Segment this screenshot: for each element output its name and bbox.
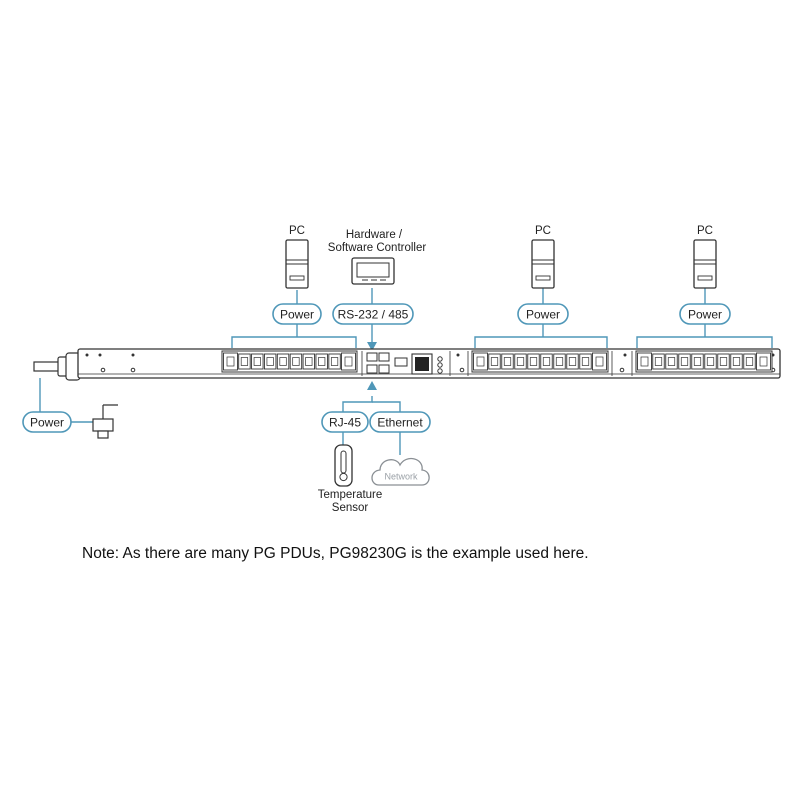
connector-pc-middle (474, 336, 608, 348)
outlet (514, 353, 527, 370)
lan-ports (366, 352, 390, 374)
outlet (527, 353, 540, 370)
pill-power-right: Power (679, 303, 731, 325)
note-text: Note: As there are many PG PDUs, PG98230… (82, 545, 589, 562)
outlet (315, 353, 328, 370)
outlet (553, 353, 566, 370)
pill-power-left: Power (272, 303, 322, 325)
pc-right-icon (693, 239, 717, 289)
usb-port (394, 357, 408, 367)
temperature-sensor-icon (334, 444, 353, 487)
outlet (566, 353, 579, 370)
outlet (704, 353, 717, 370)
pill-rj45: RJ-45 (321, 411, 369, 433)
outlet (730, 353, 743, 370)
lcd-display (411, 353, 433, 375)
pill-rs232-text: RS-232 / 485 (338, 308, 409, 322)
outlet-large (223, 352, 238, 371)
outlet-large (473, 352, 488, 371)
label-hardware-line1: Hardware / (346, 229, 403, 241)
pill-power-middle: Power (517, 303, 569, 325)
network-cloud-icon: Network (371, 457, 430, 486)
pill-power-left-text: Power (280, 308, 314, 322)
outlet (691, 353, 704, 370)
pill-rs232: RS-232 / 485 (332, 303, 414, 325)
outlet-large (341, 352, 356, 371)
power-cable (33, 352, 81, 381)
connector-pc-left (231, 336, 357, 348)
outlet (717, 353, 730, 370)
outlet (652, 353, 665, 370)
pill-power-input-text: Power (30, 416, 64, 430)
outlet (302, 353, 316, 370)
outlet (251, 353, 264, 370)
control-buttons (437, 356, 443, 374)
arrow-rs232 (367, 342, 377, 351)
pill-power-middle-text: Power (526, 308, 560, 322)
label-pc-middle: PC (535, 225, 551, 237)
pill-power-right-text: Power (688, 308, 722, 322)
pc-left-icon (285, 239, 309, 289)
outlet-bank-1 (221, 350, 358, 373)
arrow-lan (367, 381, 377, 390)
outlet (579, 353, 592, 370)
network-label: Network (384, 472, 418, 482)
connector-ethernet (372, 401, 401, 455)
outlet (238, 353, 251, 370)
outlet (328, 353, 341, 370)
pc-middle-icon (531, 239, 555, 289)
label-temperature-line1: Temperature (318, 489, 383, 501)
pill-ethernet-text: Ethernet (377, 416, 423, 430)
outlet-large (637, 352, 652, 371)
label-hardware-line2: Software Controller (328, 242, 427, 254)
controller-icon (351, 257, 395, 285)
pill-rj45-text: RJ-45 (329, 416, 361, 430)
outlet (678, 353, 691, 370)
plug-icon (92, 404, 118, 439)
outlet-bank-2 (471, 350, 609, 373)
label-pc-right: PC (697, 225, 713, 237)
connector-pc-right (636, 336, 773, 348)
outlet (276, 353, 290, 370)
pill-ethernet: Ethernet (369, 411, 431, 433)
outlet (743, 353, 756, 370)
outlet (488, 353, 501, 370)
outlet (501, 353, 514, 370)
outlet-large (592, 352, 607, 371)
outlet (665, 353, 678, 370)
outlet-bank-3 (635, 350, 773, 373)
label-pc-left: PC (289, 225, 305, 237)
label-temperature-line2: Sensor (332, 502, 369, 514)
pill-power-input: Power (22, 411, 72, 433)
outlet-large (756, 352, 771, 371)
outlet (289, 353, 303, 370)
outlet (263, 353, 277, 370)
outlet (540, 353, 553, 370)
